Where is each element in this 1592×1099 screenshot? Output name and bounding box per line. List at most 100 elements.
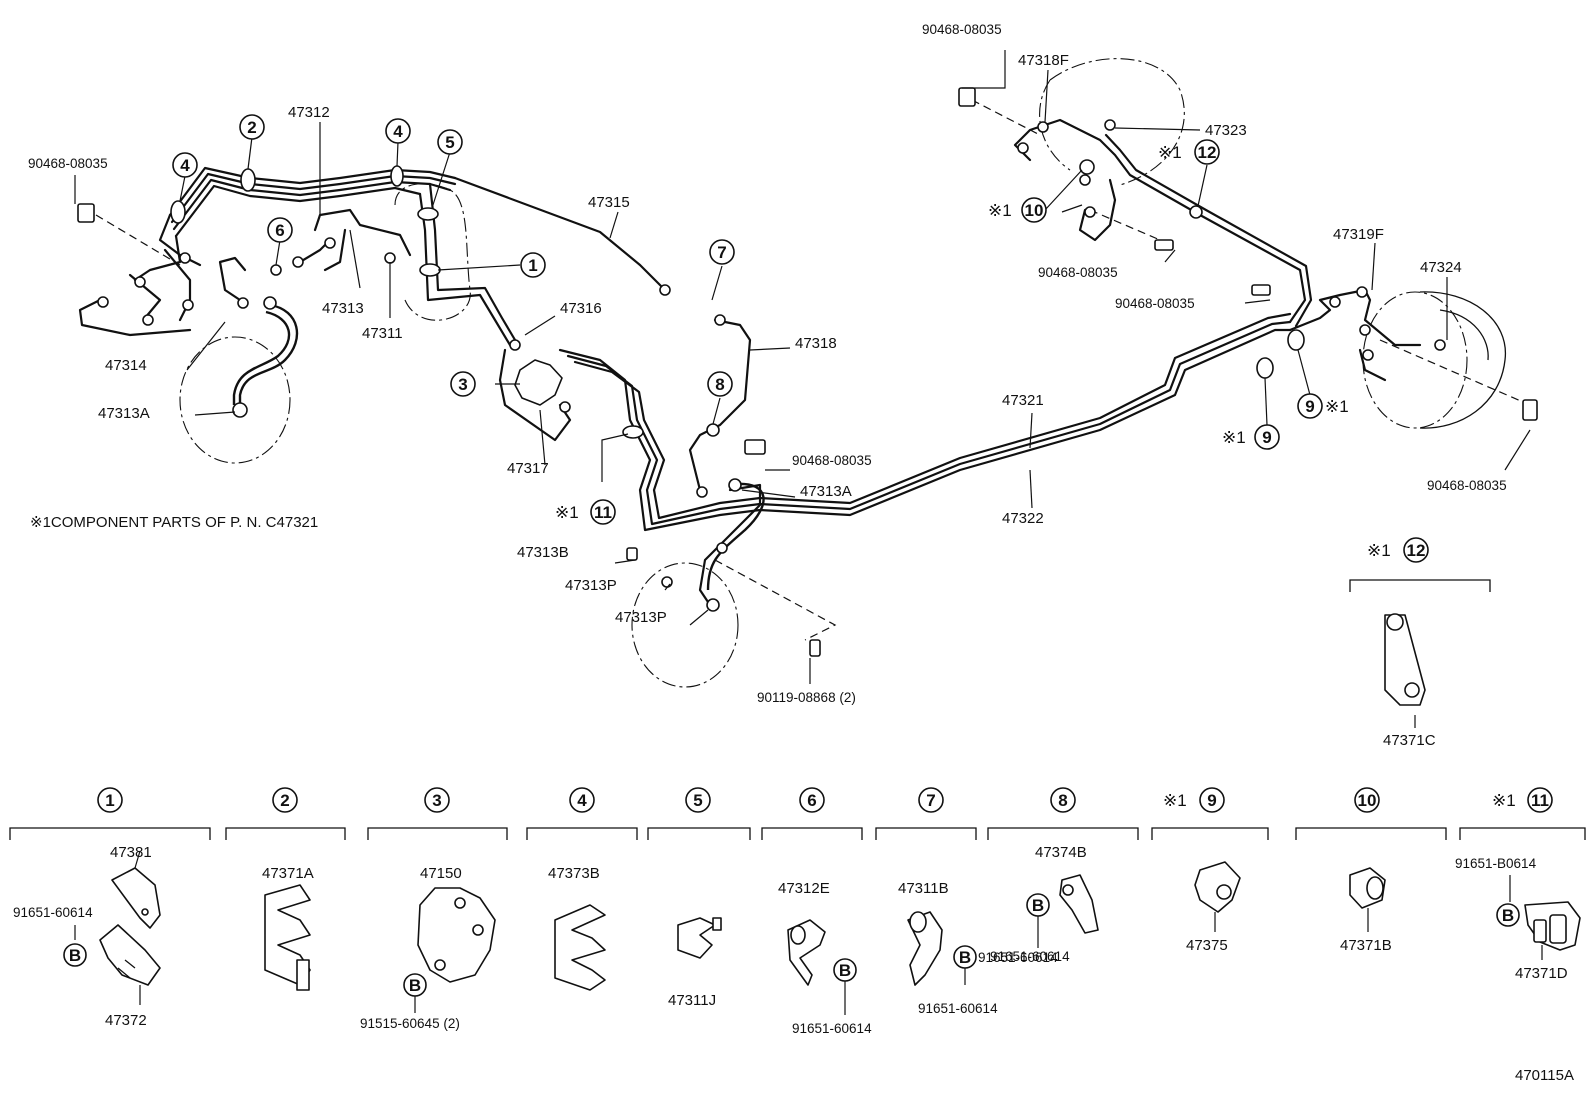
group-11-asterisk: ※1: [1492, 791, 1516, 810]
callout-8-num: 8: [715, 375, 724, 394]
label-91651-60614-g8: 91651-60614: [990, 949, 1070, 964]
label-47372: 47372: [105, 1012, 147, 1029]
label-47313A-mid: 47313A: [800, 483, 852, 500]
label-90119-08868: 90119-08868 (2): [757, 690, 856, 705]
callout-10-num: 10: [1025, 201, 1044, 220]
callout-3-num: 3: [458, 375, 467, 394]
asterisk-11: ※1: [555, 503, 579, 522]
part-number-labels: 90468-08035 47312 47313 47311 47314 4731…: [28, 22, 1507, 705]
label-47313P-upper: 47313P: [565, 577, 617, 594]
callout-12: [1194, 139, 1220, 165]
group-2-num: 2: [280, 791, 289, 810]
callout-7-num: 7: [717, 243, 726, 262]
b-mark-g7: B: [959, 948, 971, 967]
callout-11-num: 11: [594, 503, 612, 522]
callout-6-num: 6: [275, 221, 284, 240]
group-9-asterisk: ※1: [1163, 791, 1187, 810]
label-47312: 47312: [288, 104, 330, 121]
label-47311J: 47311J: [668, 992, 716, 1009]
asterisk-10: ※1: [988, 201, 1012, 220]
label-90468-08035-front: 90468-08035: [28, 156, 108, 171]
callout-5: [437, 129, 463, 155]
label-47319F: 47319F: [1333, 226, 1384, 243]
label-47313B: 47313B: [517, 544, 569, 561]
callout-4-num: 4: [393, 122, 403, 141]
group-7-num: 7: [926, 791, 935, 810]
callout-6: [267, 217, 293, 243]
label-91651-B0614: 91651-B0614: [1455, 856, 1537, 871]
group-6-num: 6: [807, 791, 816, 810]
clip-leader-rear-top: [971, 99, 1041, 136]
asterisk-9-left: ※1: [1222, 428, 1246, 447]
component-note: ※1COMPONENT PARTS OF P. N. C47321: [30, 514, 318, 531]
label-leaders: [74, 50, 1531, 684]
label-47371A: 47371A: [262, 865, 314, 882]
label-47321: 47321: [1002, 392, 1044, 409]
b-mark-g3: B: [409, 976, 421, 995]
group-1-num: 1: [105, 791, 114, 810]
label-47311: 47311: [362, 325, 403, 342]
clip-leader-front: [95, 214, 181, 266]
callout-5-num: 5: [445, 133, 454, 152]
detail-12-asterisk: ※1: [1367, 541, 1391, 560]
label-47318: 47318: [795, 335, 837, 352]
front-brake-tubes: [78, 118, 1422, 607]
group-11-num: 11: [1531, 791, 1549, 810]
label-47371D: 47371D: [1515, 965, 1568, 982]
label-47316: 47316: [560, 300, 602, 317]
label-47324: 47324: [1420, 259, 1462, 276]
wheel-outlines: [179, 58, 1506, 688]
b-mark-g1: B: [69, 946, 81, 965]
label-90468-08035-rear-top: 90468-08035: [922, 22, 1002, 37]
label-47373B: 47373B: [548, 865, 600, 882]
b-mark-g8: B: [1032, 896, 1044, 915]
label-90468-08035-rear-right: 90468-08035: [1427, 478, 1507, 493]
callout-9-right: [1297, 393, 1323, 419]
callout-4: [385, 118, 411, 144]
label-47371C: 47371C: [1383, 732, 1436, 749]
label-91651-60614-g1: 91651-60614: [13, 905, 93, 920]
callout-2-num: 2: [247, 118, 256, 137]
label-47381: 47381: [110, 844, 152, 861]
label-90468-08035-mid: 90468-08035: [792, 453, 872, 468]
label-90468-08035-rear-center: 90468-08035: [1115, 296, 1195, 311]
group-8-num: 8: [1058, 791, 1067, 810]
label-47314: 47314: [105, 357, 147, 374]
callout-9-left: [1254, 424, 1280, 450]
callout-7: [709, 239, 735, 265]
callout-1: [520, 252, 546, 278]
asterisk-12: ※1: [1158, 143, 1182, 162]
fittings: [77, 87, 1538, 657]
callout-10: [1021, 197, 1047, 223]
callout-4-left-num: 4: [180, 156, 190, 175]
asterisk-9-right: ※1: [1325, 397, 1349, 416]
label-47322: 47322: [1002, 510, 1044, 527]
label-47374B: 47374B: [1035, 844, 1087, 861]
callout-3: [450, 371, 476, 397]
label-47313A-left: 47313A: [98, 405, 150, 422]
bolt-leader: [714, 559, 837, 641]
label-91651-60614-g6: 91651-60614: [792, 1021, 872, 1036]
callout-12-num: 12: [1198, 143, 1217, 162]
detail-12: ※1 12 47371C: [1349, 537, 1491, 749]
group-5-num: 5: [693, 791, 702, 810]
group-10-num: 10: [1358, 791, 1377, 810]
b-mark-g6: B: [839, 961, 851, 980]
callout-4-left: [172, 152, 198, 178]
label-47323: 47323: [1205, 122, 1247, 139]
label-47371B: 47371B: [1340, 937, 1392, 954]
callout-11: [590, 499, 616, 525]
label-47150: 47150: [420, 865, 462, 882]
group-4-num: 4: [577, 791, 587, 810]
callout-9-right-num: 9: [1305, 397, 1314, 416]
callout-9-left-num: 9: [1262, 428, 1271, 447]
main-callouts: 4 2 4 5 6 1 3 7 8 ※1 11 ※1 10 ※1 12 ※1 9…: [172, 114, 1349, 525]
label-91515-60645: 91515-60645 (2): [360, 1016, 460, 1031]
label-91651-60614-g7b: 91651-60614: [918, 1001, 998, 1016]
callout-2: [239, 114, 265, 140]
clip-leader-rear-right: [1379, 339, 1531, 406]
label-47375: 47375: [1186, 937, 1228, 954]
figure-code: 470115A: [1515, 1067, 1574, 1084]
group-9-num: 9: [1207, 791, 1216, 810]
